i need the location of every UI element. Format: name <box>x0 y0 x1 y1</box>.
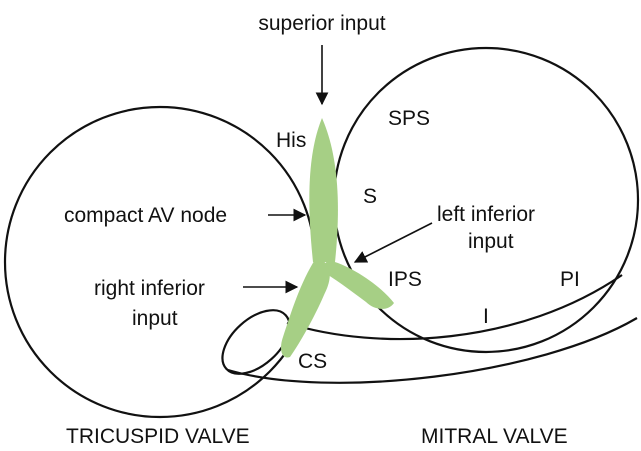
tricuspid-valve-label: TRICUSPID VALVE <box>66 425 250 448</box>
i-label: I <box>483 305 489 328</box>
s-label: S <box>363 185 377 208</box>
left-inferior-extension <box>320 260 394 309</box>
conduction-tissue <box>281 118 394 358</box>
his-bundle-and-compact-node <box>309 118 338 262</box>
coronary-sinus-ostium <box>221 309 291 375</box>
ips-label: IPS <box>388 268 422 291</box>
tricuspid-valve-circle <box>3 105 317 419</box>
his-label: His <box>276 129 306 152</box>
right-inferior-extension <box>281 258 330 358</box>
left-inferior-input-arrow <box>353 222 433 263</box>
superior-input-label: superior input <box>258 12 385 35</box>
left-inferior-input-label-line2: input <box>468 230 514 253</box>
sps-label: SPS <box>388 107 430 130</box>
right-inferior-input-label-line1: right inferior <box>94 277 205 300</box>
mitral-valve-label: MITRAL VALVE <box>421 425 568 448</box>
coronary-sinus-lower-wall <box>227 317 638 384</box>
pi-label: PI <box>560 268 580 291</box>
compact-av-node-label: compact AV node <box>64 204 227 227</box>
coronary-sinus-upper-wall <box>286 274 623 341</box>
left-inferior-input-label-line1: left inferior <box>437 203 535 226</box>
right-inferior-input-label-line2: input <box>132 307 178 330</box>
cs-label: CS <box>298 350 327 373</box>
